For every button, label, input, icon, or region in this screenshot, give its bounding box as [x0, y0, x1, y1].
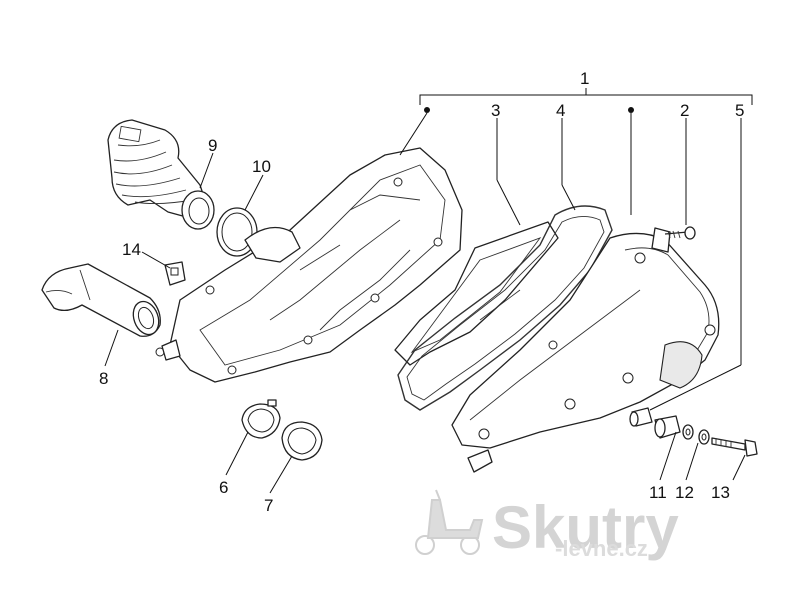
watermark-domain: -levne.cz [555, 536, 648, 561]
washer-11 [682, 424, 694, 440]
callout-12: 12 [675, 483, 694, 502]
callout-numbers: 1 2 3 4 5 6 7 8 9 10 11 12 13 14 [99, 69, 744, 515]
hose-clamp-6 [241, 399, 281, 439]
retaining-clip [164, 261, 186, 286]
spacer [629, 407, 653, 427]
assembly-bracket [419, 88, 753, 113]
callout-11: 11 [649, 483, 667, 502]
watermark: Skutry -levne.cz [415, 489, 679, 561]
filter-element [394, 221, 559, 366]
bolt-13 [711, 437, 758, 457]
callout-4: 4 [556, 101, 565, 120]
callout-9: 9 [208, 136, 217, 155]
callout-13: 13 [711, 483, 730, 502]
callout-2: 2 [680, 101, 689, 120]
callout-8: 8 [99, 369, 108, 388]
bracket-dot-right [628, 107, 634, 113]
intake-tube [41, 263, 161, 337]
callout-10: 10 [252, 157, 271, 176]
spacer-sleeve [654, 415, 681, 439]
watermark-brand: Skutry [492, 494, 679, 561]
air-filter-cover [451, 227, 720, 473]
callout-6: 6 [219, 478, 228, 497]
intake-hose [107, 119, 215, 230]
cover-screw [664, 226, 696, 240]
hose-clamp-7 [281, 421, 323, 461]
washer-12 [698, 429, 710, 445]
callout-3: 3 [491, 101, 500, 120]
callout-1: 1 [580, 69, 589, 88]
callout-14: 14 [122, 240, 141, 259]
callout-5: 5 [735, 101, 744, 120]
air-filter-housing [155, 147, 463, 383]
callout-7: 7 [264, 496, 273, 515]
leader-lines [104, 112, 746, 494]
watermark-scooter-icon [415, 489, 484, 555]
bracket-dot-left [424, 107, 430, 113]
